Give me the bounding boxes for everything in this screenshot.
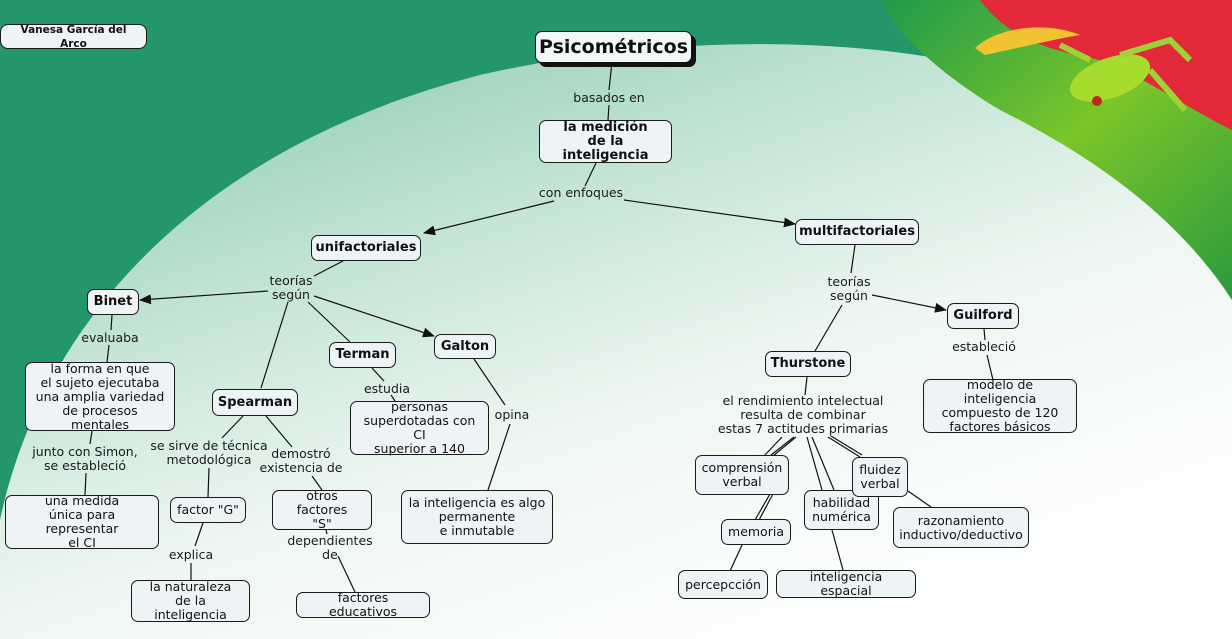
link-label-se-sirve: se sirve de técnica metodológica (150, 438, 268, 467)
concept-razonamiento[interactable]: razonamiento inductivo/deductivo (893, 507, 1029, 548)
link-terman-estudia (371, 367, 385, 382)
link-dependientes-educativos (337, 555, 356, 593)
concept-percepcion[interactable]: percepcción (678, 570, 768, 599)
link-label-teorias-uni: teorías según (269, 273, 313, 302)
concept-educativos[interactable]: factores educativos (296, 591, 430, 619)
link-binet-evaluaba (110, 314, 113, 331)
link-otros-dependientes (325, 529, 328, 535)
link-teorias-guilford (871, 294, 947, 313)
concept-factores-s[interactable]: otros factores "S" (272, 489, 372, 531)
link-estudia-personas (390, 394, 396, 402)
link-galton-opina (473, 358, 506, 406)
link-label-opina: opina (494, 407, 530, 422)
link-label-con-enfoques: con enfoques (538, 185, 624, 200)
concept-forma[interactable]: la forma en que el sujeto ejecutaba una … (25, 361, 175, 431)
link-habilidad-espacial (831, 529, 844, 571)
concept-terman[interactable]: Terman (329, 342, 396, 368)
link-spearman-sesirve (221, 415, 244, 439)
concept-superdotadas[interactable]: personas superdotadas con CI superior a … (350, 400, 489, 456)
link-establecio-modelo (986, 354, 994, 381)
concept-permanente[interactable]: la inteligencia es algo permanente e inm… (401, 490, 553, 544)
link-label-estudia: estudia (363, 381, 411, 396)
link-teorias-binet (139, 290, 269, 305)
link-thurstone-rendimiento (804, 376, 808, 396)
concept-spearman[interactable]: Spearman (212, 389, 298, 416)
link-rend-memoria-a (770, 436, 795, 456)
title-node[interactable]: Psicométricos (535, 31, 692, 63)
link-sesirve-factorg (207, 467, 210, 498)
link-label-teorias-multi: teorías según (827, 274, 871, 303)
link-uni-teorias (313, 260, 344, 277)
link-factorg-explica (194, 522, 204, 547)
link-rend-fluidez-a (827, 436, 861, 458)
link-rend-comprension (763, 436, 783, 457)
link-teorias-galton (313, 295, 435, 338)
concept-guilford[interactable]: Guilford (947, 303, 1019, 329)
link-comprension-memoria-b (758, 493, 774, 521)
concept-fluidez[interactable]: fluidez verbal (852, 457, 908, 497)
concept-multifactoriales[interactable]: multifactoriales (795, 219, 919, 245)
concept-galton[interactable]: Galton (434, 334, 496, 359)
concept-naturaleza[interactable]: la naturaleza de la inteligencia (131, 580, 250, 622)
link-multi-teorias (850, 244, 856, 274)
link-medicion-enfoques (584, 162, 597, 187)
author-node[interactable]: Vanesa García del Arco (0, 24, 147, 50)
link-rend-memoria-b (772, 436, 797, 457)
link-memoria-percepcion (729, 544, 743, 572)
link-rend-fluidez-b (830, 435, 863, 456)
concept-modelo[interactable]: modelo de inteligencia compuesto de 120 … (923, 378, 1077, 434)
link-title-basados (608, 61, 613, 91)
concept-factor-g[interactable]: factor "G" (170, 497, 246, 523)
link-teorias-spearman (260, 301, 289, 389)
link-label-rendimiento: el rendimiento intelectual resulta de co… (717, 393, 889, 436)
link-opina-permanente (487, 423, 511, 491)
link-teorias-terman (307, 301, 351, 343)
link-label-demostro: demostró existencia de (259, 446, 343, 475)
yellow-petal (975, 27, 1080, 55)
concept-espacial[interactable]: inteligencia espacial (776, 570, 916, 598)
link-spearman-demostro (265, 415, 293, 448)
concept-medida[interactable]: una medida única para representar el CI (5, 494, 159, 550)
concept-medicion[interactable]: la medición de la inteligencia (539, 120, 672, 163)
link-enfoques-multifactoriales (623, 199, 796, 228)
link-rend-espacial (811, 436, 835, 491)
concept-binet[interactable]: Binet (87, 289, 139, 315)
link-evaluaba-forma (106, 344, 110, 363)
concept-comprension[interactable]: comprensión verbal (695, 455, 789, 495)
link-label-establecio: estableció (952, 339, 1016, 354)
link-label-dependientes: dependientes de (287, 533, 373, 562)
link-basados-medicion (607, 104, 610, 121)
link-forma-junto (89, 430, 93, 445)
frog-eye (1092, 96, 1102, 106)
link-junto-medida (84, 472, 87, 496)
link-guilford-establecio (983, 328, 986, 341)
link-label-junto-simon: junto con Simon, se estableció (32, 444, 138, 473)
concept-memoria[interactable]: memoria (721, 519, 791, 545)
frog-legs (1058, 36, 1193, 112)
concept-unifactoriales[interactable]: unifactoriales (311, 235, 421, 261)
link-comprension-memoria-a (754, 493, 771, 521)
link-label-explica: explica (168, 547, 214, 562)
link-enfoques-unifactoriales (423, 200, 555, 236)
concept-thurstone[interactable]: Thurstone (765, 351, 851, 377)
link-label-evaluaba: evaluaba (81, 330, 139, 345)
frog-body (1069, 54, 1151, 102)
frog-leaf-illustration (880, 0, 1232, 300)
link-demostro-otros (311, 475, 323, 491)
link-rend-habilidad (806, 436, 823, 491)
link-teorias-thurstone (814, 304, 843, 352)
link-fluidez-razonamiento (907, 490, 932, 508)
link-label-basados-en: basados en (573, 90, 645, 105)
